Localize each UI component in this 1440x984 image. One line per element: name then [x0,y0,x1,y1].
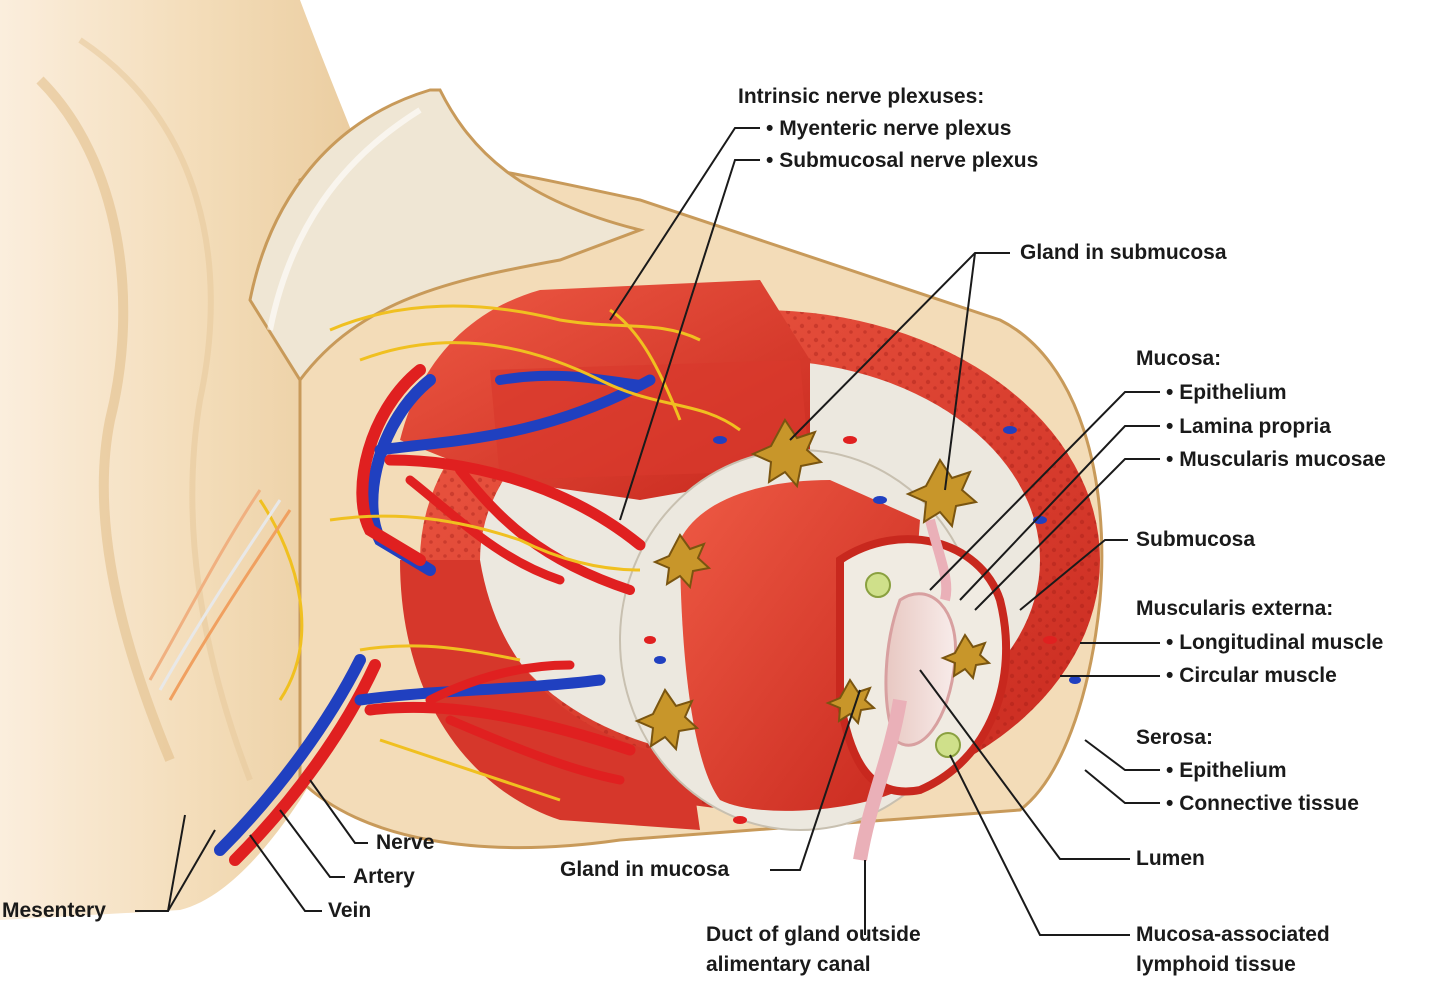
label-myenteric-nerve-plexus: Myenteric nerve plexus [766,116,1011,141]
label-duct-line1: Duct of gland outside [706,923,921,946]
label-submucosal-nerve-plexus: Submucosal nerve plexus [766,148,1038,173]
label-vein: Vein [328,899,372,922]
label-intrinsic-nerve-plexuses: Intrinsic nerve plexuses: [738,85,985,108]
gland-duct [853,698,907,862]
label-mesentery: Mesentery [2,899,106,922]
label-lamina-propria: Lamina propria [1166,414,1331,439]
nerves [258,304,741,802]
label-connective-tissue: Connective tissue [1166,791,1359,816]
label-submucosa: Submucosa [1136,528,1256,551]
label-serosa: Serosa: [1136,726,1214,749]
label-mucosa: Mucosa: [1136,347,1222,370]
label-gland-in-submucosa: Gland in submucosa [1020,241,1227,264]
blood-vessels-upper [356,364,656,595]
gland [634,418,992,752]
lymphoid-nodule [935,732,961,758]
leader-lines [135,127,1160,936]
blood-vessels-lower [214,654,636,866]
circular-muscle-lower [400,560,700,830]
label-muscularis-externa: Muscularis externa: [1136,597,1334,620]
mesentery-vessels [148,489,292,701]
serosa-flap [248,88,646,383]
serosa-flap-highlight [267,107,422,331]
label-duct-line2: alimentary canal [706,953,871,976]
gland-duct-upper [925,518,952,602]
label-muscularis-mucosae: Muscularis mucosae [1166,447,1386,472]
label-lumen: Lumen [1136,847,1205,870]
mesentery-fold [78,37,253,782]
label-serosa-epithelium: Epithelium [1166,758,1286,783]
label-malt-line2: lymphoid tissue [1136,953,1296,976]
label-nerve: Nerve [376,831,435,854]
lymphoid-nodule [865,572,891,598]
muscle-block-face [490,360,810,480]
label-gland-in-mucosa: Gland in mucosa [560,858,730,881]
label-circular-muscle: Circular muscle [1166,663,1337,688]
label-malt-line1: Mucosa-associated [1136,923,1330,946]
label-artery: Artery [353,865,415,888]
label-mucosa-epithelium: Epithelium [1166,380,1286,405]
mesentery-fold [36,76,175,762]
label-longitudinal-muscle: Longitudinal muscle [1166,630,1383,655]
